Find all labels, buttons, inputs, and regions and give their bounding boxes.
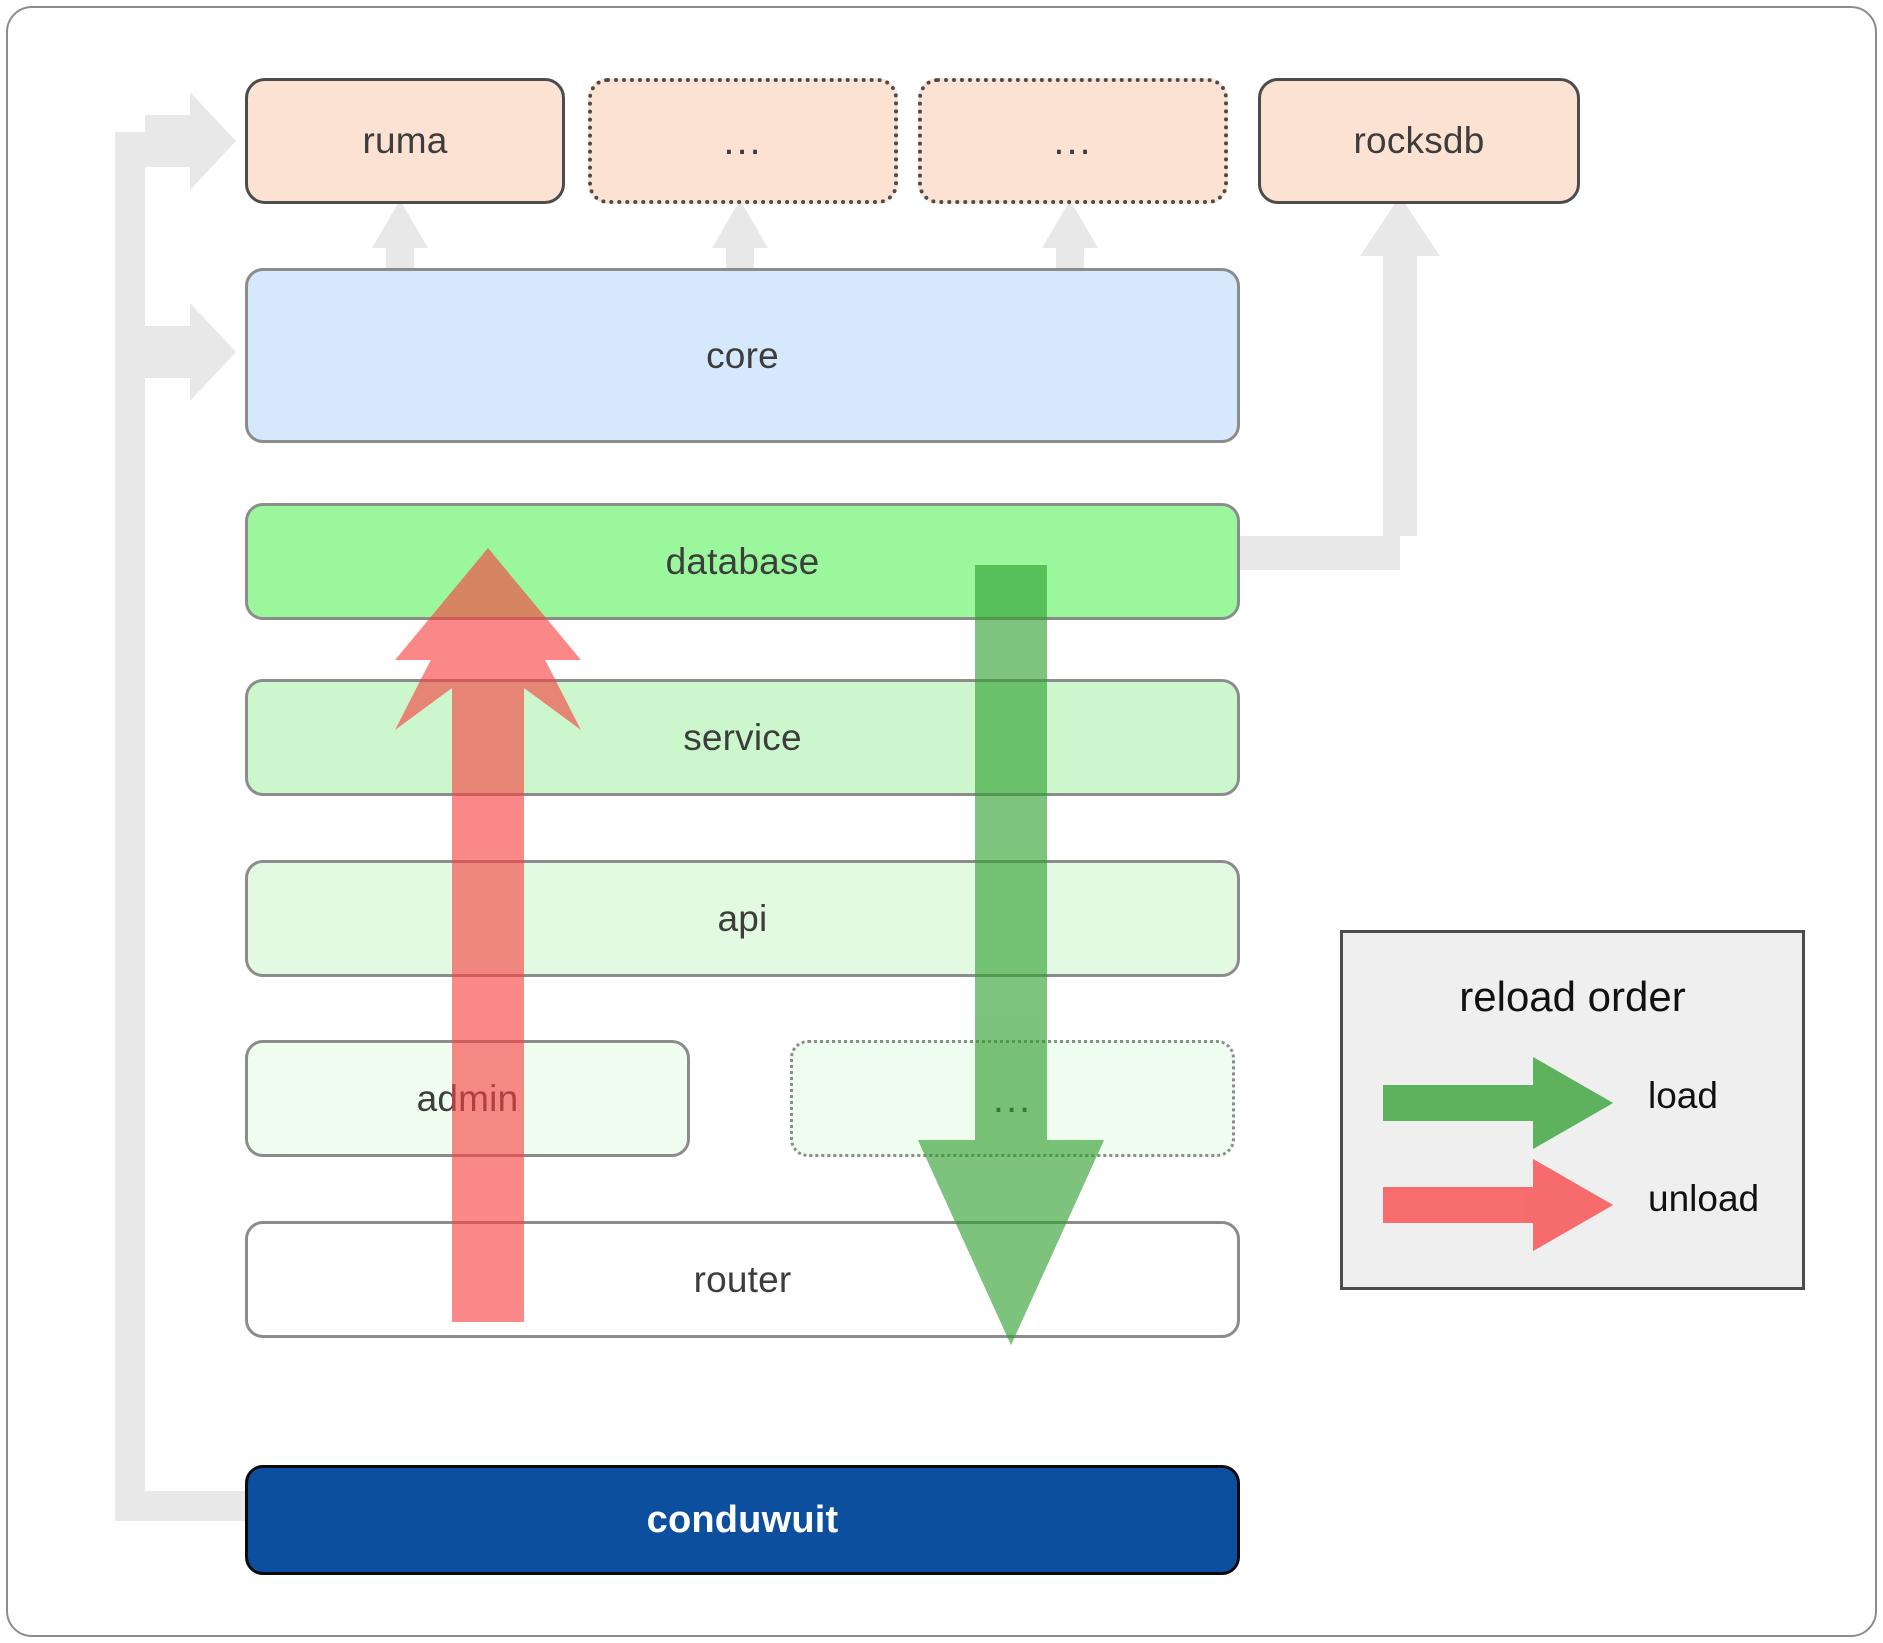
layer-label-api: api — [717, 897, 768, 939]
layer-box-placeholder[interactable]: ... — [790, 1040, 1235, 1157]
dependency-label-ruma: ruma — [362, 120, 448, 161]
dependency-box-placeholder-2[interactable]: ... — [918, 78, 1228, 204]
legend-unload-arrow-icon — [1383, 1159, 1613, 1251]
legend-load-arrow-icon — [1383, 1057, 1613, 1149]
legend-label-unload: unload — [1648, 1178, 1760, 1219]
dependency-label-rocksdb: rocksdb — [1353, 120, 1485, 161]
legend-panel: reload order load unload — [1340, 930, 1805, 1290]
layer-label-placeholder: ... — [992, 1076, 1033, 1121]
layer-label-admin: admin — [416, 1077, 519, 1119]
layer-box-core[interactable]: core — [245, 268, 1240, 443]
dependency-label-placeholder-1: ... — [723, 119, 763, 163]
dependency-label-placeholder-2: ... — [1053, 119, 1093, 163]
layer-label-service: service — [683, 716, 802, 758]
dependency-box-placeholder-1[interactable]: ... — [588, 78, 898, 204]
dependency-box-rocksdb[interactable]: rocksdb — [1258, 78, 1580, 204]
dependency-box-ruma[interactable]: ruma — [245, 78, 565, 204]
layer-label-router: router — [693, 1258, 792, 1300]
legend-title: reload order — [1459, 973, 1686, 1020]
diagram-frame — [6, 6, 1877, 1637]
layer-box-router[interactable]: router — [245, 1221, 1240, 1338]
root-box-conduwuit[interactable]: conduwuit — [245, 1465, 1240, 1575]
layer-box-service[interactable]: service — [245, 679, 1240, 796]
root-label-conduwuit: conduwuit — [646, 1498, 839, 1541]
layer-box-admin[interactable]: admin — [245, 1040, 690, 1157]
layer-box-api[interactable]: api — [245, 860, 1240, 977]
layer-label-database: database — [665, 540, 820, 582]
layer-box-database[interactable]: database — [245, 503, 1240, 620]
layer-label-core: core — [706, 334, 779, 376]
legend-label-load: load — [1648, 1075, 1718, 1116]
